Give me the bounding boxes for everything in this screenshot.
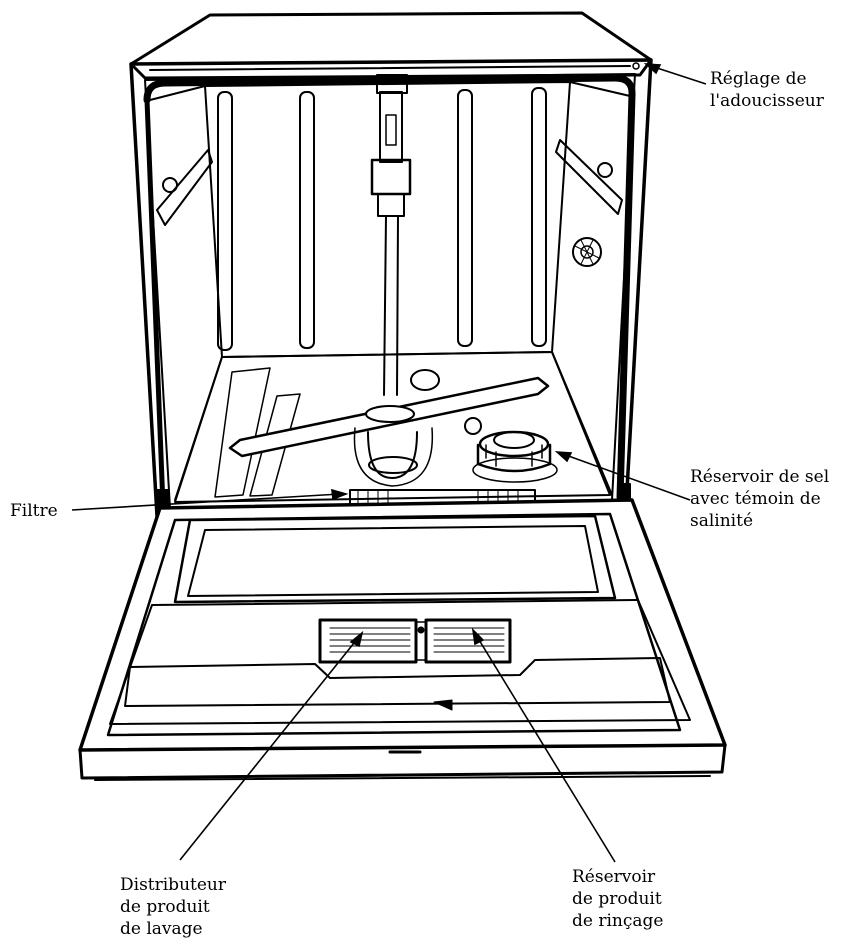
label-filter-line: Filtre xyxy=(10,501,58,521)
rack-rail-right xyxy=(555,139,623,215)
leader-detergent xyxy=(179,637,359,861)
label-rinse-line: Réservoir xyxy=(572,867,656,887)
rack-rail-left xyxy=(156,149,213,226)
label-softener-line: Réglage de xyxy=(710,69,807,89)
salt-reservoir-cap xyxy=(476,443,552,473)
label-salt-line: salinité xyxy=(690,511,754,531)
label-detergent-line: de lavage xyxy=(120,919,203,939)
label-rinse-line: de produit xyxy=(572,889,662,909)
label-filter: Filtre xyxy=(10,500,58,522)
label-detergent-line: de produit xyxy=(120,897,210,917)
door-recess xyxy=(173,514,617,604)
label-rinse-line: de rinçage xyxy=(572,911,664,931)
cabinet-frame xyxy=(129,58,653,518)
label-softener-line: l'adoucisseur xyxy=(710,91,824,111)
door-gasket xyxy=(143,74,636,501)
back-wall xyxy=(204,81,571,358)
label-detergent-dispenser: Distributeur de produit de lavage xyxy=(120,874,226,940)
door-outer xyxy=(78,498,727,752)
leader-salt xyxy=(562,453,691,501)
label-salt-reservoir: Réservoir de sel avec témoin de salinité xyxy=(690,466,829,532)
tub-floor xyxy=(174,351,611,503)
leader-filter xyxy=(71,493,341,511)
door-inner-panel xyxy=(106,512,682,737)
label-salt-line: Réservoir de sel xyxy=(690,467,830,487)
label-softener: Réglage de l'adoucisseur xyxy=(710,68,824,112)
label-rinse-reservoir: Réservoir de produit de rinçage xyxy=(572,866,663,932)
leader-softener xyxy=(650,65,707,85)
softener-dial xyxy=(572,237,602,267)
label-detergent-line: Distributeur xyxy=(120,875,226,895)
label-salt-line: avec témoin de xyxy=(690,489,821,509)
spray-tube xyxy=(379,91,403,163)
leader-rinse xyxy=(475,634,616,863)
